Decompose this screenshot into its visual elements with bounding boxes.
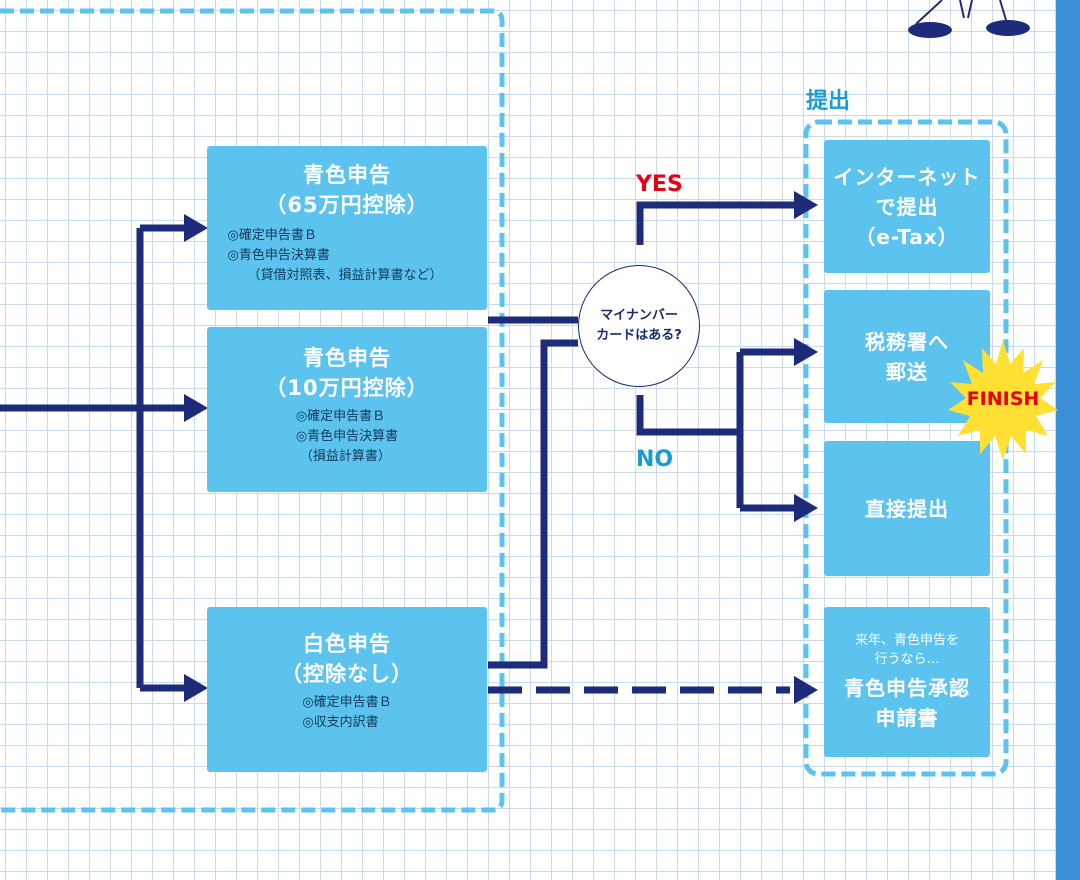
white-item1: ◎確定申告書Ｂ: [302, 695, 392, 710]
decision-line2: カードはある?: [596, 328, 682, 343]
approval-note1: 来年、青色申告を: [854, 633, 959, 648]
approval-line1: 青色申告承認: [844, 676, 970, 700]
mail-line1: 税務署へ: [865, 329, 949, 354]
approval-line2: 申請書: [875, 706, 939, 730]
finish-burst: FINISH: [948, 340, 1058, 460]
arrowhead-mail: [794, 338, 818, 366]
character-feet-illustration: [908, 0, 1030, 38]
no-label: NO: [636, 447, 674, 472]
arrowhead-blue10: [184, 394, 208, 422]
mynumber-decision-node: マイナンバー カードはある?: [578, 265, 700, 387]
blue65-item1: ◎確定申告書Ｂ: [227, 228, 317, 243]
finish-burst-shape: [948, 340, 1058, 460]
yes-line: [636, 201, 796, 245]
direct-submission-box: 直接提出: [824, 441, 990, 576]
finish-label: FINISH: [967, 388, 1040, 410]
arrowhead-approval: [794, 676, 818, 704]
arrowhead-white: [184, 674, 208, 702]
blue-return-10-box: 青色申告 （10万円控除） ◎確定申告書Ｂ ◎青色申告決算書 （損益計算書）: [207, 327, 487, 492]
blue-return-65-box: 青色申告 （65万円控除） ◎確定申告書Ｂ ◎青色申告決算書 （貸借対照表、損益…: [207, 146, 487, 310]
blue10-item2: ◎青色申告決算書: [295, 429, 399, 444]
direct-line1: 直接提出: [865, 496, 949, 521]
etax-box: インターネット で提出 （e-Tax）: [824, 140, 990, 273]
arrowhead-etax: [794, 191, 818, 219]
blue10-title1: 青色申告: [303, 346, 391, 370]
blue10-sub: （損益計算書）: [299, 449, 391, 464]
no-line: [636, 395, 740, 436]
approval-note: 来年、青色申告を 行うなら…: [855, 631, 959, 669]
etax-line1: インターネット: [833, 164, 981, 189]
yes-label: YES: [636, 172, 683, 197]
etax-line2: で提出: [875, 194, 939, 219]
blue65-items: ◎確定申告書Ｂ ◎青色申告決算書 （貸借対照表、損益計算書など）: [227, 226, 442, 286]
blue10-items: ◎確定申告書Ｂ ◎青色申告決算書 （損益計算書）: [296, 407, 398, 467]
submission-heading: 提出: [806, 89, 851, 114]
white-item2: ◎収支内訳書: [302, 715, 379, 730]
blue65-sub: （貸借対照表、損益計算書など）: [247, 268, 443, 283]
white-to-decision: [488, 339, 578, 669]
white-items: ◎確定申告書Ｂ ◎収支内訳書: [302, 693, 391, 733]
white-title1: 白色申告: [303, 632, 391, 656]
blue10-item1: ◎確定申告書Ｂ: [295, 409, 386, 424]
blue65-title1: 青色申告: [303, 163, 391, 187]
etax-line3: （e-Tax）: [855, 224, 959, 249]
decision-line1: マイナンバー: [600, 308, 678, 323]
arrowhead-blue65: [184, 214, 208, 242]
blue65-item2: ◎青色申告決算書: [227, 248, 330, 263]
white-return-box: 白色申告 （控除なし） ◎確定申告書Ｂ ◎収支内訳書: [207, 607, 487, 772]
approval-note2: 行うなら…: [874, 652, 940, 667]
white-title2: （控除なし）: [281, 662, 413, 686]
blue-approval-application-box: 来年、青色申告を 行うなら… 青色申告承認 申請書: [824, 607, 990, 757]
blue10-title2: （10万円控除）: [265, 376, 429, 400]
mail-line2: 郵送: [886, 359, 928, 384]
right-edge-bar: [1056, 0, 1080, 880]
arrowhead-direct: [794, 494, 818, 522]
blue65-title2: （65万円控除）: [265, 193, 429, 217]
